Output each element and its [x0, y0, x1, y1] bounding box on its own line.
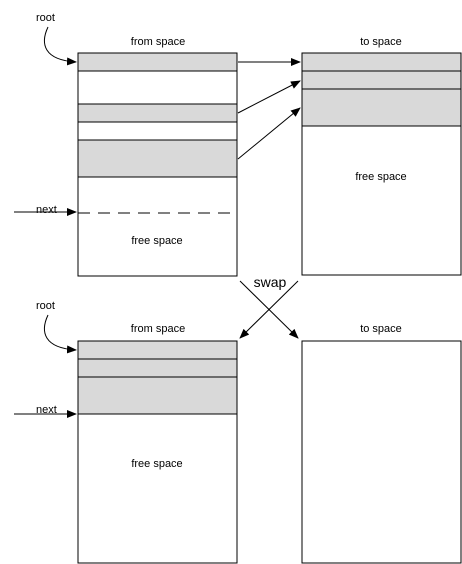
copy-arrow-2	[237, 80, 301, 114]
top-root-arrow	[44, 26, 77, 66]
top-next-label: next	[36, 204, 57, 216]
bottom-root-pointer: root	[36, 300, 77, 354]
top-root-label: root	[36, 12, 55, 24]
bottom-to-space-label: to space	[360, 323, 402, 335]
top-to-object-2	[301, 70, 462, 90]
copy-arrow-3	[237, 107, 301, 160]
top-root-pointer: root	[36, 12, 77, 66]
top-from-space: from space free space	[77, 36, 238, 277]
top-to-space: to space free space	[301, 36, 462, 276]
top-from-space-label: from space	[131, 36, 185, 48]
top-to-space-label: to space	[360, 36, 402, 48]
bottom-from-space: from space free space	[77, 323, 238, 564]
swap-arrow-left	[239, 280, 299, 339]
bottom-from-object-3	[77, 376, 238, 415]
bottom-to-space-box	[301, 340, 462, 564]
bottom-root-label: root	[36, 300, 55, 312]
top-to-object-3	[301, 88, 462, 127]
bottom-root-arrow	[44, 314, 77, 354]
top-to-free-space-label: free space	[355, 171, 406, 183]
top-from-object-3	[77, 139, 238, 178]
top-next-pointer: next	[14, 204, 77, 216]
bottom-from-object-2	[77, 358, 238, 378]
copy-arrows	[237, 58, 301, 160]
swap-label: swap	[254, 274, 287, 290]
bottom-next-pointer: next	[14, 404, 77, 418]
swap-indicator: swap	[239, 274, 299, 339]
top-to-object-1	[301, 52, 462, 72]
bottom-from-object-1	[77, 340, 238, 360]
bottom-to-space: to space	[301, 323, 462, 564]
top-from-free-space-label: free space	[131, 235, 182, 247]
bottom-from-free-space-label: free space	[131, 458, 182, 470]
top-from-object-1	[77, 52, 238, 72]
bottom-from-space-label: from space	[131, 323, 185, 335]
bottom-next-label: next	[36, 404, 57, 416]
top-from-object-2	[77, 103, 238, 123]
